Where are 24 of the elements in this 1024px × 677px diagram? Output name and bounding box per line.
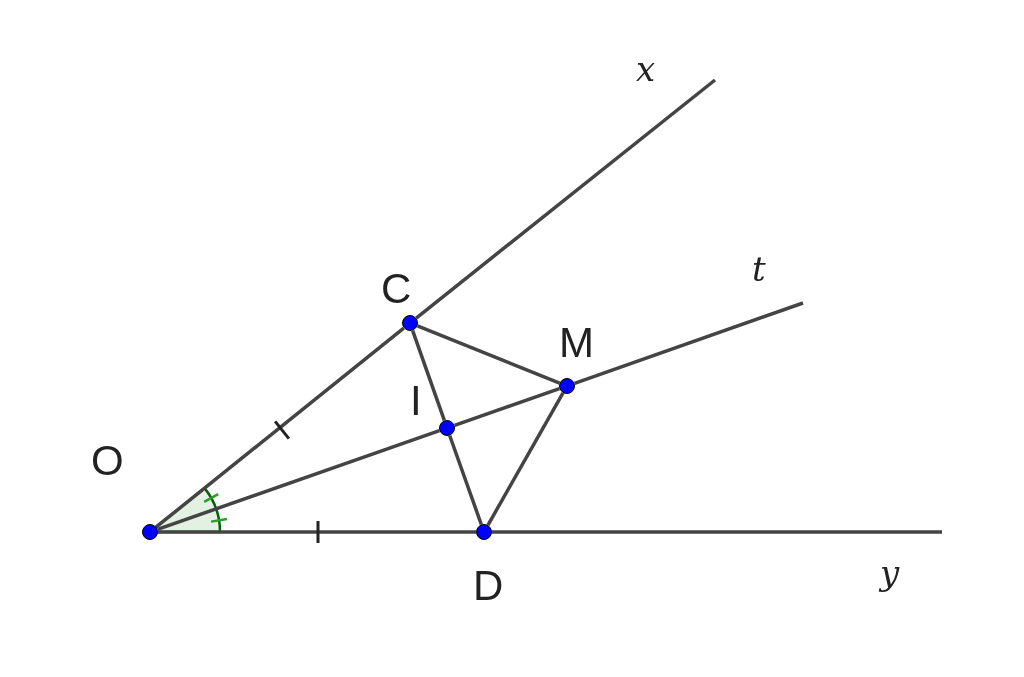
point-dot <box>142 524 158 540</box>
ray-label: t <box>752 252 766 286</box>
point-dot <box>476 524 492 540</box>
line-segment <box>453 387 561 427</box>
point-label: I <box>410 380 422 422</box>
line-segment <box>486 392 565 526</box>
point-label: O <box>91 440 124 482</box>
ray-label: x <box>636 52 656 86</box>
line-segment <box>156 429 441 531</box>
line-segment <box>155 326 405 529</box>
point-label: M <box>559 322 594 364</box>
line-segment <box>416 324 561 385</box>
ray <box>573 301 804 385</box>
line-segment <box>158 530 476 534</box>
ray <box>415 78 717 320</box>
line-segment <box>411 329 446 422</box>
point-dot <box>402 315 418 331</box>
ray <box>492 530 942 534</box>
point-label: D <box>473 565 504 607</box>
point-dot <box>439 420 455 436</box>
point-dot <box>559 378 575 394</box>
ray-label: y <box>880 556 900 590</box>
point-label: C <box>381 268 412 310</box>
line-segment <box>448 434 483 526</box>
